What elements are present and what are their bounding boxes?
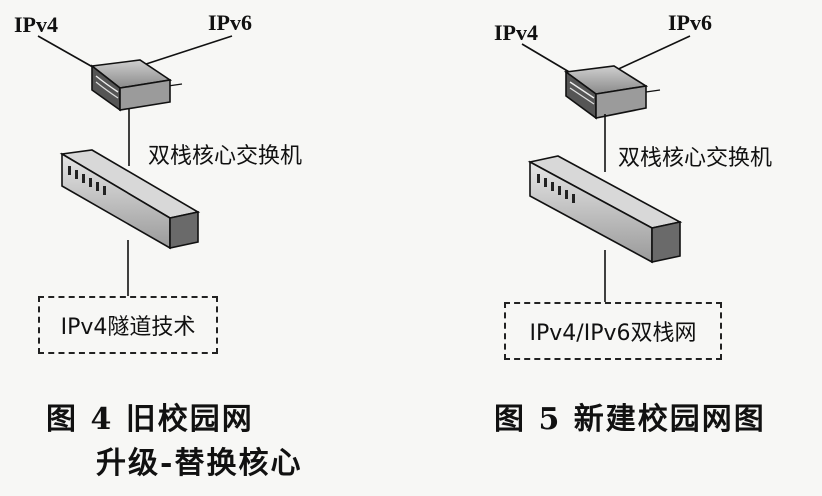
fig5-switch-label: 双栈核心交换机 <box>618 146 773 171</box>
fig5-ipv6-label: IPv6 <box>668 10 712 35</box>
ipv6-link-line <box>139 35 233 67</box>
router-icon <box>563 65 649 120</box>
fig4-caption-line2: 升级-替换核心 <box>96 446 303 481</box>
fig5-box-label: IPv4/IPv6双栈网 <box>529 321 697 346</box>
fig5-caption: 图 5 新建校园网图 <box>494 402 766 437</box>
fig4-ipv4-label: IPv4 <box>14 12 58 37</box>
fig4-caption-line1: 图 4 旧校园网 <box>46 402 254 437</box>
fig4-ipv6-label: IPv6 <box>208 10 252 35</box>
switch-icon <box>527 155 683 264</box>
fig5-dual-stack-box: IPv4/IPv6双栈网 <box>504 302 722 360</box>
fig4-switch-label: 双栈核心交换机 <box>148 144 303 169</box>
fig5-ipv4-label: IPv4 <box>494 20 538 45</box>
fig4-box-label: IPv4隧道技术 <box>60 315 196 340</box>
ipv4-link-line <box>521 43 577 77</box>
router-side-line <box>645 89 661 93</box>
figure-5-diagram <box>521 35 691 302</box>
switch-icon <box>59 149 201 250</box>
ipv6-link-line <box>611 35 691 73</box>
fig4-ipv4-tunnel-box: IPv4隧道技术 <box>38 296 218 354</box>
figure-4-diagram <box>37 35 233 296</box>
router-icon <box>89 59 173 112</box>
ipv4-link-line <box>37 35 99 71</box>
